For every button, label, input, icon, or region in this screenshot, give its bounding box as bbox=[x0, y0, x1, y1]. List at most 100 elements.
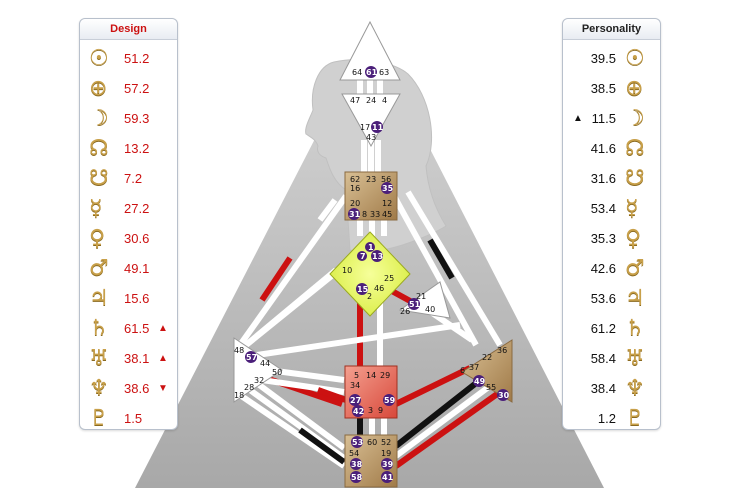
svg-text:19: 19 bbox=[381, 449, 391, 458]
south-node-icon: ☋ bbox=[625, 166, 645, 191]
svg-text:35: 35 bbox=[382, 184, 394, 193]
svg-text:34: 34 bbox=[350, 381, 360, 390]
svg-text:53: 53 bbox=[352, 438, 363, 447]
personality-value: 35.3 bbox=[590, 231, 616, 246]
design-value: 1.5 bbox=[124, 411, 143, 426]
neptune-icon: ♆ bbox=[89, 376, 109, 401]
design-value: 57.2 bbox=[124, 81, 150, 96]
pluto-icon: ♇ bbox=[89, 406, 109, 431]
gate-labels: 64 61 63 47 24 4 17 11 43 62 23 56 16 35… bbox=[234, 66, 510, 483]
svg-text:13: 13 bbox=[372, 252, 383, 261]
sun-icon: ☉ bbox=[625, 46, 645, 71]
svg-text:58: 58 bbox=[351, 473, 363, 482]
design-row: ♅38.1▲ bbox=[80, 344, 177, 374]
personality-row: ♄61.2 bbox=[563, 314, 660, 344]
personality-value: 38.5 bbox=[590, 81, 616, 96]
svg-text:57: 57 bbox=[246, 353, 257, 362]
svg-text:38: 38 bbox=[351, 460, 363, 469]
svg-text:51: 51 bbox=[409, 300, 421, 309]
svg-text:23: 23 bbox=[366, 175, 376, 184]
personality-value: 39.5 bbox=[590, 51, 616, 66]
earth-icon: ⊕ bbox=[89, 76, 108, 101]
design-value: 27.2 bbox=[124, 201, 150, 216]
jupiter-icon: ♃ bbox=[89, 286, 109, 311]
svg-text:49: 49 bbox=[474, 377, 486, 386]
svg-text:37: 37 bbox=[469, 363, 479, 372]
sun-icon: ☉ bbox=[89, 46, 109, 71]
svg-text:26: 26 bbox=[400, 307, 410, 316]
svg-text:61: 61 bbox=[366, 68, 378, 77]
svg-text:45: 45 bbox=[382, 210, 392, 219]
design-title: Design bbox=[80, 19, 177, 40]
design-value: 38.1 bbox=[124, 351, 150, 366]
earth-icon: ⊕ bbox=[625, 76, 644, 101]
svg-text:32: 32 bbox=[254, 376, 264, 385]
svg-text:29: 29 bbox=[380, 371, 390, 380]
svg-text:36: 36 bbox=[497, 346, 507, 355]
personality-row: ♆ 38.4 bbox=[563, 374, 660, 404]
svg-text:55: 55 bbox=[486, 383, 496, 392]
svg-text:31: 31 bbox=[349, 210, 361, 219]
personality-value: 31.6 bbox=[590, 171, 616, 186]
saturn-icon: ♄ bbox=[89, 316, 109, 341]
mercury-icon: ☿ bbox=[625, 196, 639, 221]
moon-icon: ☽ bbox=[625, 106, 645, 131]
svg-text:14: 14 bbox=[366, 371, 376, 380]
design-row: ♀30.6 bbox=[80, 224, 177, 254]
design-row: ☋7.2 bbox=[80, 164, 177, 194]
uranus-icon: ♅ bbox=[89, 346, 109, 371]
svg-text:56: 56 bbox=[381, 175, 391, 184]
svg-text:3: 3 bbox=[368, 406, 373, 415]
svg-text:4: 4 bbox=[382, 96, 387, 105]
svg-text:15: 15 bbox=[357, 285, 369, 294]
design-row: ⊕ 57.2 bbox=[80, 74, 177, 104]
personality-row: ☉ 39.5 bbox=[563, 44, 660, 74]
mercury-icon: ☿ bbox=[89, 196, 103, 221]
svg-text:62: 62 bbox=[350, 175, 360, 184]
personality-row: ♃53.6 bbox=[563, 284, 660, 314]
personality-row: ♂42.6 bbox=[563, 254, 660, 284]
svg-text:22: 22 bbox=[482, 353, 492, 362]
moon-icon: ☽ bbox=[89, 106, 109, 131]
neptune-icon: ♆ bbox=[625, 376, 645, 401]
mars-icon: ♂ bbox=[89, 256, 109, 281]
personality-row: ☽11.5▲ bbox=[563, 104, 660, 134]
personality-row: ♇1.2 bbox=[563, 404, 660, 434]
svg-text:39: 39 bbox=[382, 460, 394, 469]
solar-plexus-center bbox=[461, 339, 513, 403]
svg-text:25: 25 bbox=[384, 274, 394, 283]
svg-text:5: 5 bbox=[354, 371, 359, 380]
svg-text:30: 30 bbox=[498, 391, 510, 400]
svg-text:9: 9 bbox=[378, 406, 383, 415]
personality-value: 61.2 bbox=[590, 321, 616, 336]
svg-text:1: 1 bbox=[368, 243, 374, 252]
design-value: 7.2 bbox=[124, 171, 143, 186]
svg-text:27: 27 bbox=[350, 396, 361, 405]
design-value: 61.5 bbox=[124, 321, 150, 336]
pluto-icon: ♇ bbox=[625, 406, 645, 431]
personality-value: 53.6 bbox=[590, 291, 616, 306]
svg-text:16: 16 bbox=[350, 184, 360, 193]
design-row: ♄61.5▲ bbox=[80, 314, 177, 344]
personality-value: 38.4 bbox=[590, 381, 616, 396]
personality-value: 53.4 bbox=[590, 201, 616, 216]
personality-value: 42.6 bbox=[590, 261, 616, 276]
svg-text:12: 12 bbox=[382, 199, 392, 208]
design-panel: Design ☉51.2⊕57.2☽59.3☊13.2☋7.2☿27.2♀30.… bbox=[79, 18, 178, 430]
personality-value: 58.4 bbox=[590, 351, 616, 366]
svg-text:17: 17 bbox=[360, 123, 370, 132]
channels bbox=[237, 80, 503, 469]
detriment-arrow-icon: ▼ bbox=[158, 383, 168, 394]
design-value: 38.6 bbox=[124, 381, 150, 396]
north-node-icon: ☊ bbox=[625, 136, 645, 161]
ajna-center bbox=[341, 93, 401, 148]
svg-text:50: 50 bbox=[272, 368, 282, 377]
svg-text:28: 28 bbox=[244, 383, 254, 392]
design-value: 49.1 bbox=[124, 261, 150, 276]
personality-row: ☊41.6 bbox=[563, 134, 660, 164]
svg-text:47: 47 bbox=[350, 96, 360, 105]
personality-value: 11.5 bbox=[591, 111, 616, 126]
personality-row: ⊕ 38.5 bbox=[563, 74, 660, 104]
head-center bbox=[339, 20, 401, 81]
design-row: ☉51.2 bbox=[80, 44, 177, 74]
